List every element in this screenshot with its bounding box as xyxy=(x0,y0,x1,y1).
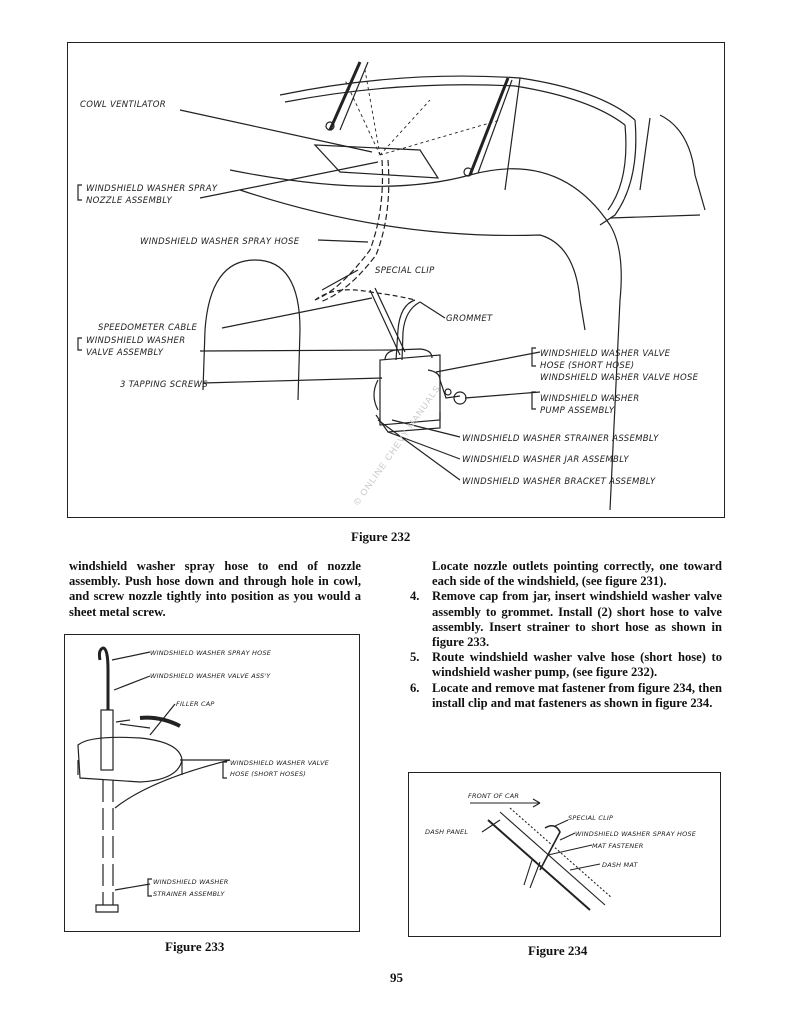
fig233-label-strainer-1: WINDSHIELD WASHER xyxy=(153,878,229,886)
spray-hose-line xyxy=(314,159,384,301)
label-strainer: WINDSHIELD WASHER STRAINER ASSEMBLY xyxy=(462,434,659,444)
label-spray-hose: WINDSHIELD WASHER SPRAY HOSE xyxy=(140,237,300,247)
label-pump-2: PUMP ASSEMBLY xyxy=(540,406,615,416)
step-6: 6.Locate and remove mat fastener from fi… xyxy=(410,680,722,710)
fig233-label-valve-assy: WINDSHIELD WASHER VALVE ASS'Y xyxy=(150,672,271,680)
figure-232-frame xyxy=(67,42,725,518)
label-valve-hose-3: WINDSHIELD WASHER VALVE HOSE xyxy=(540,373,699,383)
label-special-clip: SPECIAL CLIP xyxy=(375,266,435,276)
left-text-column: windshield washer spray hose to end of n… xyxy=(69,559,361,620)
cowl-edge xyxy=(229,168,622,511)
fig234-label-mat-fastener: MAT FASTENER xyxy=(592,842,644,850)
fig233-label-valve-hose-2: HOSE (SHORT HOSES) xyxy=(230,770,306,778)
fig234-label-front-of-car: FRONT OF CAR xyxy=(468,792,519,800)
right-text-column: Locate nozzle outlets pointing correctly… xyxy=(410,559,722,711)
spray-hose xyxy=(97,646,110,710)
label-valve-assembly-1: WINDSHIELD WASHER xyxy=(86,336,185,346)
label-valve-hose-1: WINDSHIELD WASHER VALVE xyxy=(540,349,671,359)
fig233-label-strainer-2: STRAINER ASSEMBLY xyxy=(153,890,225,898)
windshield-top-line xyxy=(279,75,636,121)
label-cowl-ventilator: COWL VENTILATOR xyxy=(80,100,166,110)
fig233-label-spray-hose: WINDSHIELD WASHER SPRAY HOSE xyxy=(150,649,272,657)
fig234-label-spray-hose: WINDSHIELD WASHER SPRAY HOSE xyxy=(575,830,697,838)
label-valve-hose-2: HOSE (SHORT HOSE) xyxy=(540,361,634,371)
fig234-label-dash-panel: DASH PANEL xyxy=(425,828,468,836)
fender-arch xyxy=(204,259,301,401)
label-grommet: GROMMET xyxy=(446,314,493,324)
label-bracket: WINDSHIELD WASHER BRACKET ASSEMBLY xyxy=(462,477,656,487)
label-pump-1: WINDSHIELD WASHER xyxy=(540,394,639,404)
cowl-ventilator-panel xyxy=(313,144,440,179)
label-speedometer-cable: SPEEDOMETER CABLE xyxy=(98,323,197,333)
page-number: 95 xyxy=(390,970,403,985)
step-4: 4.Remove cap from jar, insert windshield… xyxy=(410,589,722,650)
jar-top xyxy=(77,736,183,783)
right-intro: Locate nozzle outlets pointing correctly… xyxy=(432,559,722,589)
fig233-label-valve-hose-1: WINDSHIELD WASHER VALVE xyxy=(230,759,330,767)
fig234-label-dash-mat: DASH MAT xyxy=(602,861,639,869)
figure-234-frame xyxy=(408,772,721,937)
label-nozzle-2: NOZZLE ASSEMBLY xyxy=(86,196,172,206)
left-paragraph: windshield washer spray hose to end of n… xyxy=(69,559,361,619)
label-nozzle-1: WINDSHIELD WASHER SPRAY xyxy=(86,184,218,194)
step-5: 5.Route windshield washer valve hose (sh… xyxy=(410,650,722,680)
figure-233-caption: Figure 233 xyxy=(165,939,225,954)
label-valve-assembly-2: VALVE ASSEMBLY xyxy=(86,348,164,358)
label-tapping-screws: 3 TAPPING SCREWS xyxy=(120,380,208,390)
label-jar: WINDSHIELD WASHER JAR ASSEMBLY xyxy=(462,455,629,465)
fig234-label-special-clip: SPECIAL CLIP xyxy=(568,814,613,822)
figure-232-caption: Figure 232 xyxy=(351,529,411,544)
fig233-label-filler-cap: FILLER CAP xyxy=(176,700,215,708)
figure-234-caption: Figure 234 xyxy=(528,943,588,958)
